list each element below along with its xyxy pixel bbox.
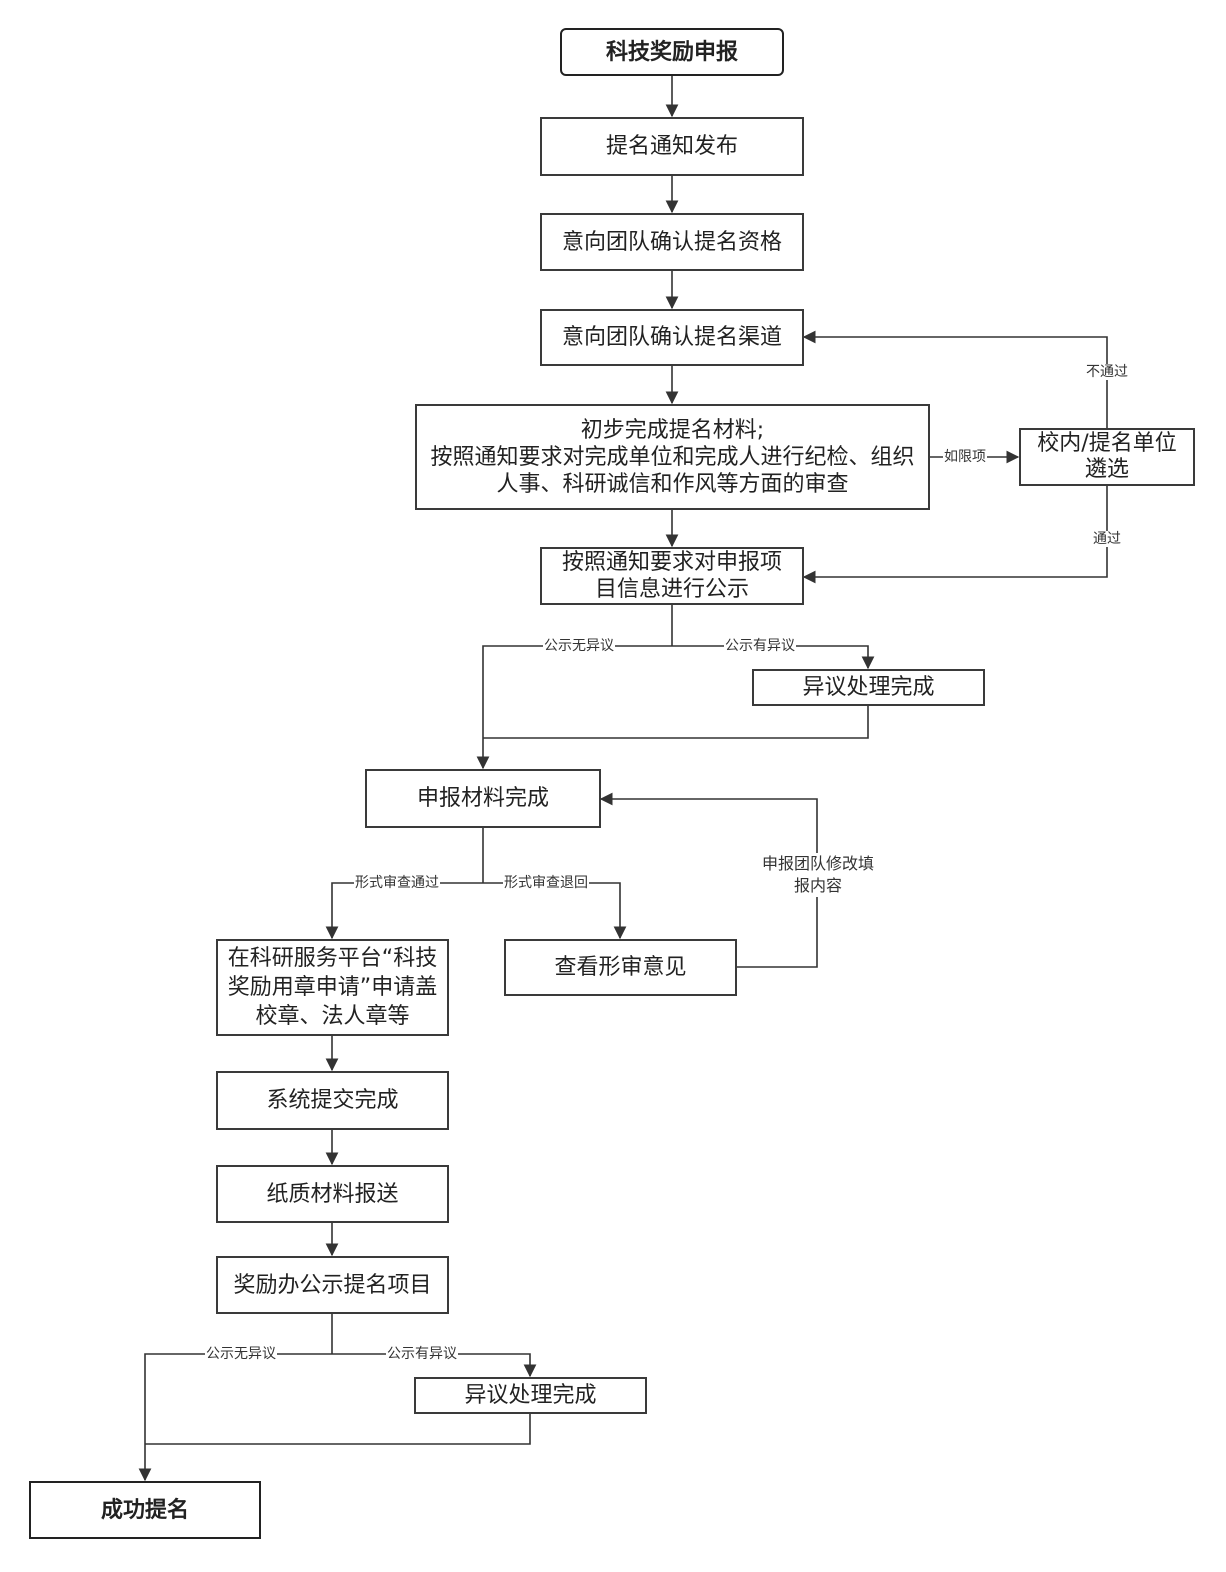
edge-publicize-complete <box>476 645 672 770</box>
edge-label-form-pass: 形式审查通过 <box>354 875 440 891</box>
edge-label-no-objection-1: 公示无异议 <box>543 638 615 654</box>
node-complete: 申报材料完成 <box>365 769 601 828</box>
edge-label-no-objection-2: 公示无异议 <box>205 1346 277 1362</box>
node-office: 奖励办公示提名项目 <box>216 1256 449 1314</box>
node-objection2: 异议处理完成 <box>414 1377 647 1414</box>
edge-label-form-return: 形式审查退回 <box>503 875 589 891</box>
edge-select-channel <box>802 330 1108 428</box>
edge-objection1-complete <box>483 706 869 739</box>
edge-label-fail: 不通过 <box>1085 364 1129 380</box>
node-channel: 意向团队确认提名渠道 <box>540 309 804 366</box>
node-review: 查看形审意见 <box>504 939 737 996</box>
node-qualify: 意向团队确认提名资格 <box>540 213 804 271</box>
edge-label-modify: 申报团队修改填报内容 <box>760 853 876 897</box>
node-start: 科技奖励申报 <box>560 28 784 76</box>
node-seal: 在科研服务平台“科技奖励用章申请”申请盖校章、法人章等 <box>216 939 449 1036</box>
node-select: 校内/提名单位遴选 <box>1019 428 1195 486</box>
node-materials: 初步完成提名材料; 按照通知要求对完成单位和完成人进行纪检、组织人事、科研诚信和… <box>415 404 930 510</box>
edge-select-publicize <box>802 486 1108 584</box>
node-submit: 系统提交完成 <box>216 1071 449 1130</box>
node-notice: 提名通知发布 <box>540 117 804 176</box>
edge-label-objection-1: 公示有异议 <box>724 638 796 654</box>
node-objection1: 异议处理完成 <box>752 669 985 706</box>
edge-label-limit: 如限项 <box>943 449 987 465</box>
node-paper: 纸质材料报送 <box>216 1165 449 1223</box>
edge-objection2-success <box>145 1414 531 1445</box>
edge-complete-review <box>483 882 627 940</box>
node-publicize: 按照通知要求对申报项目信息进行公示 <box>540 547 804 605</box>
edge-complete-seal <box>325 882 483 940</box>
edge-office-success <box>138 1353 332 1482</box>
edge-label-pass: 通过 <box>1092 531 1122 547</box>
edge-label-objection-2: 公示有异议 <box>386 1346 458 1362</box>
node-success: 成功提名 <box>29 1481 261 1539</box>
